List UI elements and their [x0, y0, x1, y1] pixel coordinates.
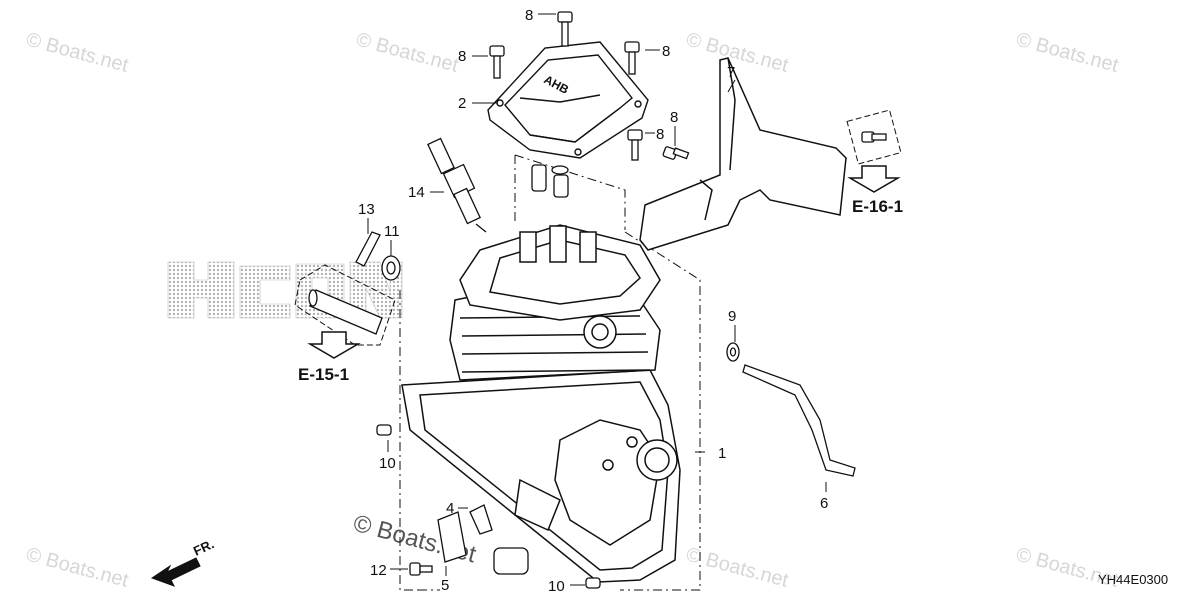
clip-icon: [355, 231, 381, 267]
part-label: 10: [548, 578, 565, 595]
watermark-text: © Boats.net: [24, 544, 131, 592]
valve-cover: AHB: [487, 41, 649, 159]
part-label: 8: [656, 126, 664, 143]
small-parts: [308, 231, 856, 589]
front-arrow-icon: FR.: [150, 536, 216, 587]
watermark-text: © Boats.net: [684, 29, 791, 77]
part-label: 4: [446, 500, 454, 517]
part-label: 8: [662, 43, 670, 60]
leader-lines: [367, 13, 827, 586]
washer-icon: [381, 255, 401, 281]
watermark-text: © Boats.net: [1014, 29, 1121, 77]
part-label: 13: [358, 201, 375, 218]
diagram-code: YH44E0300: [1098, 572, 1168, 587]
part-label: 1: [718, 445, 726, 462]
bolt-icon: [557, 11, 573, 47]
part-label: 10: [379, 455, 396, 472]
bolt-icon: [861, 131, 887, 143]
valve-parts: [531, 164, 569, 198]
bracket: [639, 57, 847, 251]
watermark-text: © Boats.net: [354, 29, 461, 77]
bolt-icon: [409, 562, 433, 576]
front-label: FR.: [191, 536, 216, 558]
dowel-icon: [585, 577, 601, 589]
part-label: 7: [727, 64, 735, 81]
part-label: 8: [458, 48, 466, 65]
down-arrow-icon: [307, 331, 361, 359]
ref-arrow-icons: [307, 165, 901, 359]
lever-icon: [742, 364, 856, 477]
ref-label-e15: E-15-1: [298, 365, 349, 384]
watermark-text: © Boats.net: [24, 29, 131, 77]
dowel-icon: [376, 424, 392, 436]
part-label: 6: [820, 495, 828, 512]
bolt-icon: [489, 45, 505, 79]
ref-label-e16: E-16-1: [852, 197, 903, 216]
shim-icon: [437, 511, 467, 563]
part-label: 12: [370, 562, 387, 579]
down-arrow-icon: [847, 165, 901, 193]
part-label: 11: [384, 223, 400, 240]
clip-icon: [469, 504, 493, 535]
washer-icon: [726, 342, 740, 362]
part-label: 8: [525, 7, 533, 24]
spark-plug-icon: [427, 137, 487, 233]
part-label: 5: [441, 577, 449, 594]
part-label: 14: [408, 184, 425, 201]
part-labels: 2 8 8 8 8 8 7 14 13 11 9 1 10 6 4 5 12 1…: [358, 7, 828, 595]
dashed-leaders: [399, 154, 701, 591]
part-label: 2: [458, 95, 466, 112]
bolt-icon: [662, 146, 690, 160]
background-logo-icon: [167, 261, 403, 319]
ref-box: [294, 264, 396, 346]
part-label: 9: [728, 308, 736, 325]
mount-icon: [493, 547, 529, 575]
bolt-icons: [489, 11, 887, 161]
bolt-icon: [624, 41, 640, 75]
ref-box: [846, 109, 902, 165]
cylinder-block: [401, 224, 681, 583]
part-label: 8: [670, 109, 678, 126]
bolt-icon: [627, 129, 643, 161]
